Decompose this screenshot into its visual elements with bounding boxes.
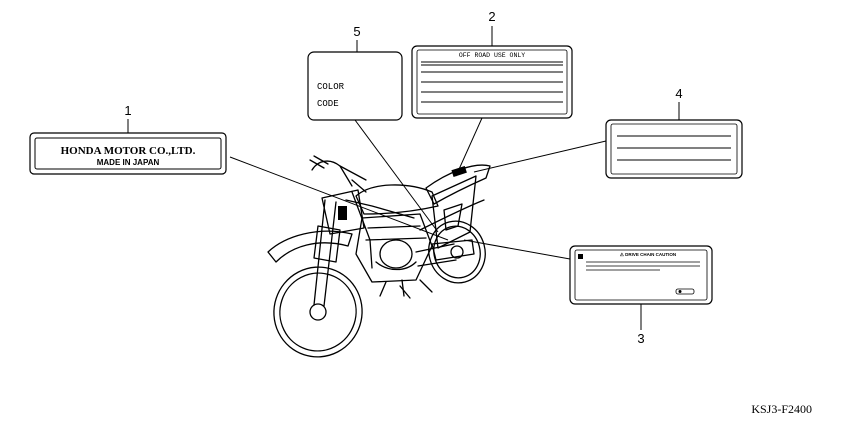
label-manufacturer-plate: HONDA MOTOR CO.,LTD. MADE IN JAPAN: [29, 132, 227, 175]
callout-3: 3: [637, 331, 644, 346]
warning-block-icon: [578, 254, 583, 259]
callout-2: 2: [488, 9, 495, 24]
chain-adjuster-icon: [675, 288, 695, 295]
label-drive-chain: ⚠ DRIVE CHAIN CAUTION: [569, 245, 713, 305]
callout-1: 1: [124, 103, 131, 118]
label-caution-blank: [605, 119, 743, 179]
callout-4: 4: [675, 86, 682, 101]
off-road-text: OFF ROAD USE ONLY: [459, 52, 525, 59]
callout-5: 5: [353, 24, 360, 39]
made-in-text: MADE IN JAPAN: [97, 158, 160, 167]
drive-chain-text-lines: [586, 261, 700, 271]
label-off-road: OFF ROAD USE ONLY: [411, 45, 573, 119]
caution-text-lines: [617, 135, 731, 161]
drive-chain-text: ⚠ DRIVE CHAIN CAUTION: [620, 252, 676, 257]
leader-lines: [127, 26, 680, 330]
diagram-code: KSJ3-F2400: [751, 402, 812, 416]
label-color-code: COLOR CODE: [307, 51, 403, 121]
code-text: CODE: [317, 99, 339, 109]
maker-name-text: HONDA MOTOR CO.,LTD.: [61, 145, 196, 157]
color-text: COLOR: [317, 82, 345, 92]
off-road-text-lines: [421, 61, 563, 103]
motorcycle-illustration: [267, 155, 491, 358]
